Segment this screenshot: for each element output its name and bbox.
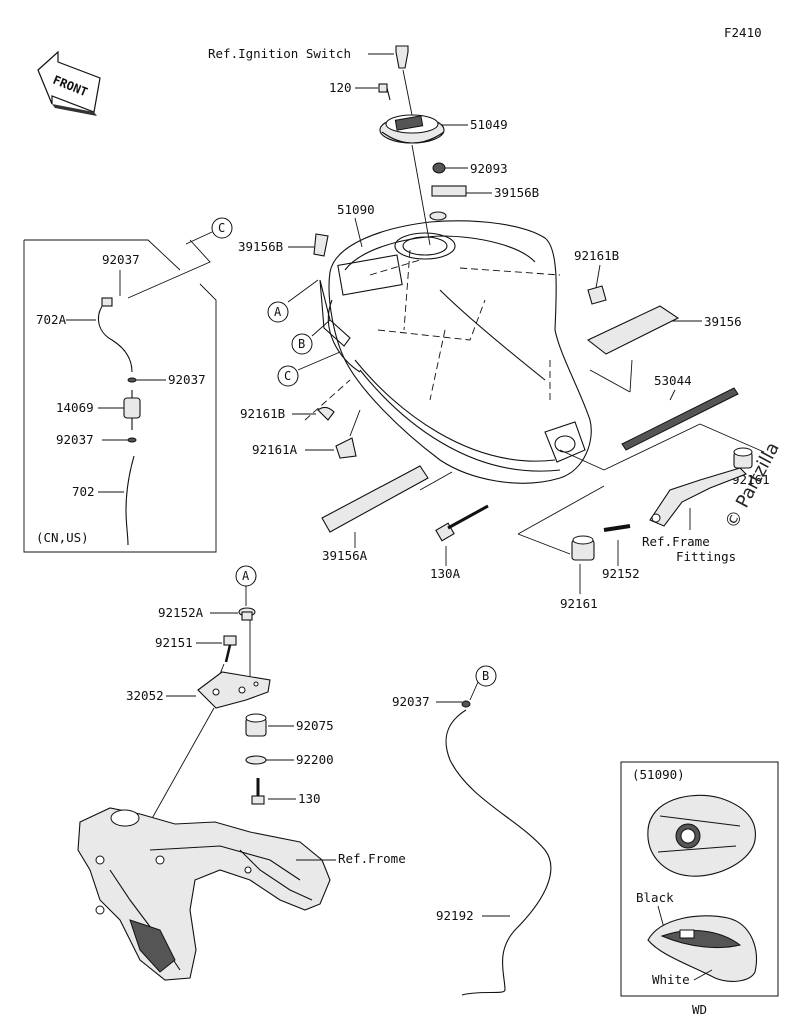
watermark: © Partzilla [721, 439, 784, 533]
strip-53044-part [621, 387, 739, 451]
bolt-130a-part [435, 504, 489, 542]
pad-92161b-left-part [317, 406, 335, 421]
fuel-tank-part [327, 211, 592, 484]
fuel-filter-14069-part [123, 390, 141, 430]
fuel-cap-part [379, 114, 445, 144]
label-inset-region: (CN,US) [36, 530, 89, 545]
label-92200: 92200 [296, 752, 334, 767]
label-51049: 51049 [470, 117, 508, 132]
inset-51090-title: (51090) [632, 767, 685, 782]
label-92093: 92093 [470, 161, 508, 176]
callout-b-hose [475, 665, 497, 687]
label-92192: 92192 [436, 908, 474, 923]
tank-top-view-part [647, 794, 756, 877]
bracket-part [319, 279, 351, 347]
pad-39156b-top-part [431, 185, 467, 197]
damper-92075-part [245, 713, 267, 737]
pad-39156a-part [321, 465, 429, 533]
bracket-32052-part [197, 671, 271, 709]
label-inset-92037-low: 92037 [56, 432, 94, 447]
inset-cn-us: C 92037 702A 92037 14069 92037 702 (CN,U… [23, 217, 233, 553]
pad-39156b-left-part [313, 233, 329, 257]
label-inset-702: 702 [72, 484, 95, 499]
label-92075: 92075 [296, 718, 334, 733]
bolt-92151-part [223, 635, 237, 663]
damper-92161-right-part [733, 447, 753, 469]
inset-51090: (51090) Black White WD [620, 761, 779, 1017]
bolt-130-part [251, 778, 265, 805]
inset-51090-footer: WD [692, 1002, 707, 1017]
label-ref-frame-fittings-2: Fittings [676, 549, 736, 564]
ignition-switch-part [395, 45, 409, 69]
label-92161a: 92161A [252, 442, 298, 457]
frame-fittings-part [649, 467, 747, 527]
pad-92161a-part [335, 437, 357, 459]
callout-c-tank [277, 365, 299, 387]
label-32052: 32052 [126, 688, 164, 703]
label-ref-frame-fittings-1: Ref.Frame [642, 534, 710, 549]
label-inset-92037-mid: 92037 [168, 372, 206, 387]
label-92161b-left: 92161B [240, 406, 285, 421]
label-51090: 51090 [337, 202, 375, 217]
label-92151: 92151 [155, 635, 193, 650]
label-92152: 92152 [602, 566, 640, 581]
collar-92152a-part [238, 607, 256, 621]
label-39156a: 39156A [322, 548, 368, 563]
label-39156b-left: 39156B [238, 239, 283, 254]
callout-a-tank [267, 301, 289, 323]
callout-a-tank-label: A [274, 305, 282, 319]
collar-92152-part [603, 524, 631, 532]
label-92161b-right: 92161B [574, 248, 619, 263]
label-39156b-top: 39156B [494, 185, 539, 200]
label-92161-bottom: 92161 [560, 596, 598, 611]
label-120: 120 [329, 80, 352, 95]
label-inset-702a: 702A [36, 312, 67, 327]
callout-b-tank [291, 333, 313, 355]
callout-b-hose-label: B [482, 669, 489, 683]
label-ref-ignition-switch: Ref.Ignition Switch [208, 46, 351, 61]
frame-part [77, 807, 331, 981]
damper-92161-bottom-part [571, 535, 595, 561]
tank-side-view-part [647, 915, 757, 982]
label-inset-14069: 14069 [56, 400, 94, 415]
label-inset-92037-top: 92037 [102, 252, 140, 267]
pad-92161b-right-part [587, 285, 607, 305]
label-130: 130 [298, 791, 321, 806]
callout-c-tank-label: C [284, 369, 291, 383]
callout-c-inset [211, 217, 233, 239]
screw-120-part [378, 83, 391, 101]
label-92152a: 92152A [158, 605, 204, 620]
grommet-92093-part [432, 162, 446, 174]
label-39156: 39156 [704, 314, 742, 329]
callout-c-inset-label: C [218, 221, 225, 235]
washer-92200-part [245, 755, 267, 765]
front-arrow-icon: FRONT [37, 50, 101, 116]
figure-code: F2410 [724, 25, 762, 40]
inset-51090-white: White [652, 972, 690, 987]
label-92037-b: 92037 [392, 694, 430, 709]
callout-a-mount-label: A [242, 569, 250, 583]
label-53044: 53044 [654, 373, 692, 388]
label-ref-frame: Ref.Frome [338, 851, 406, 866]
inset-51090-black: Black [636, 890, 674, 905]
clamp-92037-part [461, 700, 471, 708]
callout-b-tank-label: B [298, 337, 305, 351]
label-130a: 130A [430, 566, 461, 581]
pad-39156-part [586, 305, 680, 355]
hose-92192-part [445, 709, 552, 996]
